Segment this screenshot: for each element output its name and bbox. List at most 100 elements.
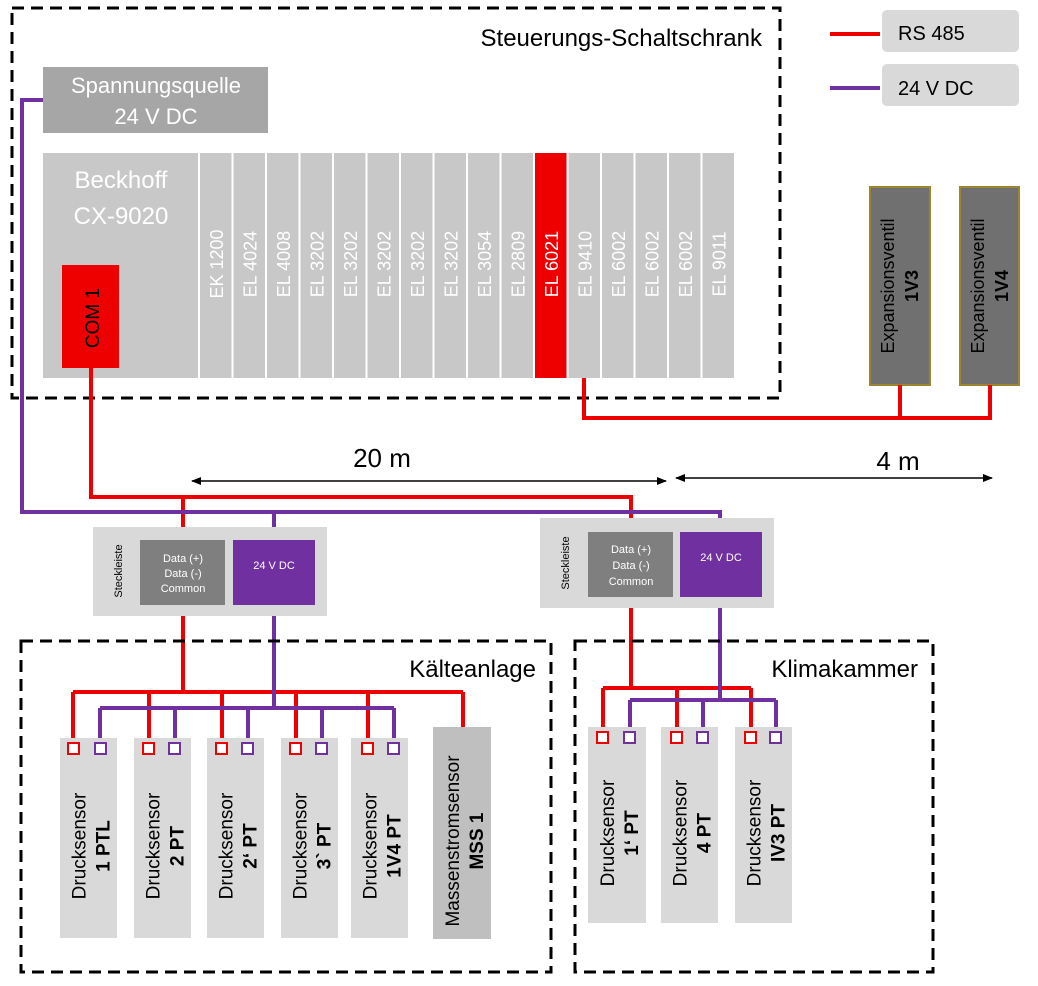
24vdc-terminal (769, 731, 782, 744)
sensor-id-label: 3` PT (315, 822, 336, 869)
pressure-sensor (588, 727, 646, 923)
terminal-modules: EK 1200 EL 4024 EL 4008 EL 3202 EL 3202 EL 32… (200, 153, 734, 378)
terminal-module-label: EL 3202 (374, 231, 394, 297)
power-supply-voltage: 24 V DC (114, 104, 197, 129)
connector-left-data-minus: Data (-) (164, 568, 201, 580)
terminal-module (300, 153, 332, 378)
sensor-type-label: Drucksensor (144, 792, 165, 899)
rs485-wiring (71, 368, 992, 745)
connector-left-side-label: Steckleiste (113, 544, 125, 597)
sensor-type-label: Drucksensor (70, 792, 91, 899)
power-supply-box (43, 67, 268, 133)
cabinet-border (10, 6, 782, 400)
sensor-type-label: Drucksensor (217, 792, 238, 899)
legend-24vdc-box (882, 64, 1019, 106)
sensor-id-label: 2 PT (168, 826, 189, 867)
terminal-module (468, 153, 500, 378)
terminal-module (602, 153, 634, 378)
terminal-module (401, 153, 433, 378)
group-klimakammer-border (573, 639, 935, 974)
terminal-module-label: EL 3202 (408, 231, 428, 297)
terminal-module (702, 153, 734, 378)
terminal-module (267, 153, 299, 378)
24vdc-terminal (94, 742, 107, 755)
pressure-sensor (134, 738, 191, 938)
terminal-module-label: EK 1200 (207, 229, 227, 298)
terminal-module-label: EL 3202 (341, 231, 361, 297)
terminal-module (635, 153, 667, 378)
connector-left-power-label: 24 V DC (253, 560, 295, 572)
valve-1v3 (869, 186, 931, 386)
sensor-id-label: 2‘ PT (241, 823, 262, 869)
sensor-id-label: 1 PTL (94, 820, 115, 872)
sensor-type-label: Drucksensor (671, 779, 692, 886)
pressure-sensor (281, 738, 338, 938)
connector-right-common: Common (609, 576, 654, 588)
connector-right: Steckleiste Data (+) Data (-) Common 24 … (540, 518, 774, 608)
controller-brand: Beckhoff (75, 167, 168, 194)
rs485-terminal (67, 742, 80, 755)
terminal-module (669, 153, 701, 378)
terminal-module (334, 153, 366, 378)
connector-left: Steckleiste Data (+) Data (-) Common 24 … (93, 527, 327, 616)
legend-rs485-box (882, 10, 1019, 52)
legend-rs485-label: RS 485 (898, 23, 965, 45)
sensor-type-label: Drucksensor (745, 779, 766, 886)
group-kaelteanlage-title: Kälteanlage (409, 656, 536, 683)
rs485-terminal (361, 742, 374, 755)
24vdc-terminal (623, 731, 636, 744)
rs485-terminal (215, 742, 228, 755)
valve-1v3-id: 1V3 (902, 270, 922, 302)
sensor-type-label: Drucksensor (291, 792, 312, 899)
terminal-module (501, 153, 533, 378)
pressure-sensor (661, 727, 718, 923)
sensor-type-label: Massenstromsensor (443, 755, 464, 927)
pressure-sensor (60, 738, 117, 938)
group-kaelteanlage-border (19, 639, 553, 974)
sensor-id-label: 1V4 PT (385, 814, 406, 878)
terminal-module (367, 153, 399, 378)
24vdc-terminal (168, 742, 181, 755)
pressure-sensor (735, 727, 792, 923)
sensor-id-label: 4 PT (695, 813, 716, 854)
terminal-module-label: EL 6002 (609, 231, 629, 297)
sensor-type-label: Drucksensor (361, 792, 382, 899)
terminal-module (568, 153, 600, 378)
distance-right-label: 4 m (876, 446, 919, 476)
24vdc-terminal (315, 742, 328, 755)
terminal-module-label: EL 6002 (642, 231, 662, 297)
terminal-module-label: EL 3202 (441, 231, 461, 297)
24vdc-terminal (387, 742, 400, 755)
connector-right-power-label: 24 V DC (700, 552, 742, 564)
mass-flow-sensor (433, 727, 491, 939)
connector-right-data-plus: Data (+) (611, 544, 651, 556)
connector-right-power-block (680, 532, 762, 597)
pressure-sensor (351, 738, 408, 938)
valve-1v4-id: 1V4 (992, 270, 1012, 302)
terminal-module-label: EL 6002 (676, 231, 696, 297)
terminal-module (434, 153, 466, 378)
sensor-id-label: 1‘ PT (622, 810, 643, 856)
connector-right-side-label: Steckleiste (560, 536, 572, 589)
sensor-id-label: IV3 PT (769, 804, 790, 862)
rs485-terminal (289, 742, 302, 755)
24vdc-terminal (241, 742, 254, 755)
connector-left-data-plus: Data (+) (163, 553, 203, 565)
power-supply-label: Spannungsquelle (71, 73, 241, 98)
connector-right-data-block (588, 532, 673, 597)
com-port (62, 265, 119, 368)
24vdc-terminal (696, 731, 709, 744)
terminal-module-label: EL 2809 (508, 231, 528, 297)
terminal-module-label: EL 3054 (475, 231, 495, 297)
connector-left-power-block (233, 540, 315, 605)
terminal-module (200, 153, 232, 378)
terminal-module-label: EL 4008 (274, 231, 294, 297)
sensor-type-label: Drucksensor (598, 779, 619, 886)
connector-left-data-block (140, 540, 225, 605)
legend-24vdc-label: 24 V DC (898, 78, 974, 100)
terminal-module-label: EL 4024 (240, 231, 260, 297)
cabinet-title: Steuerungs-Schaltschrank (481, 25, 763, 52)
connector-left-common: Common (161, 583, 206, 595)
